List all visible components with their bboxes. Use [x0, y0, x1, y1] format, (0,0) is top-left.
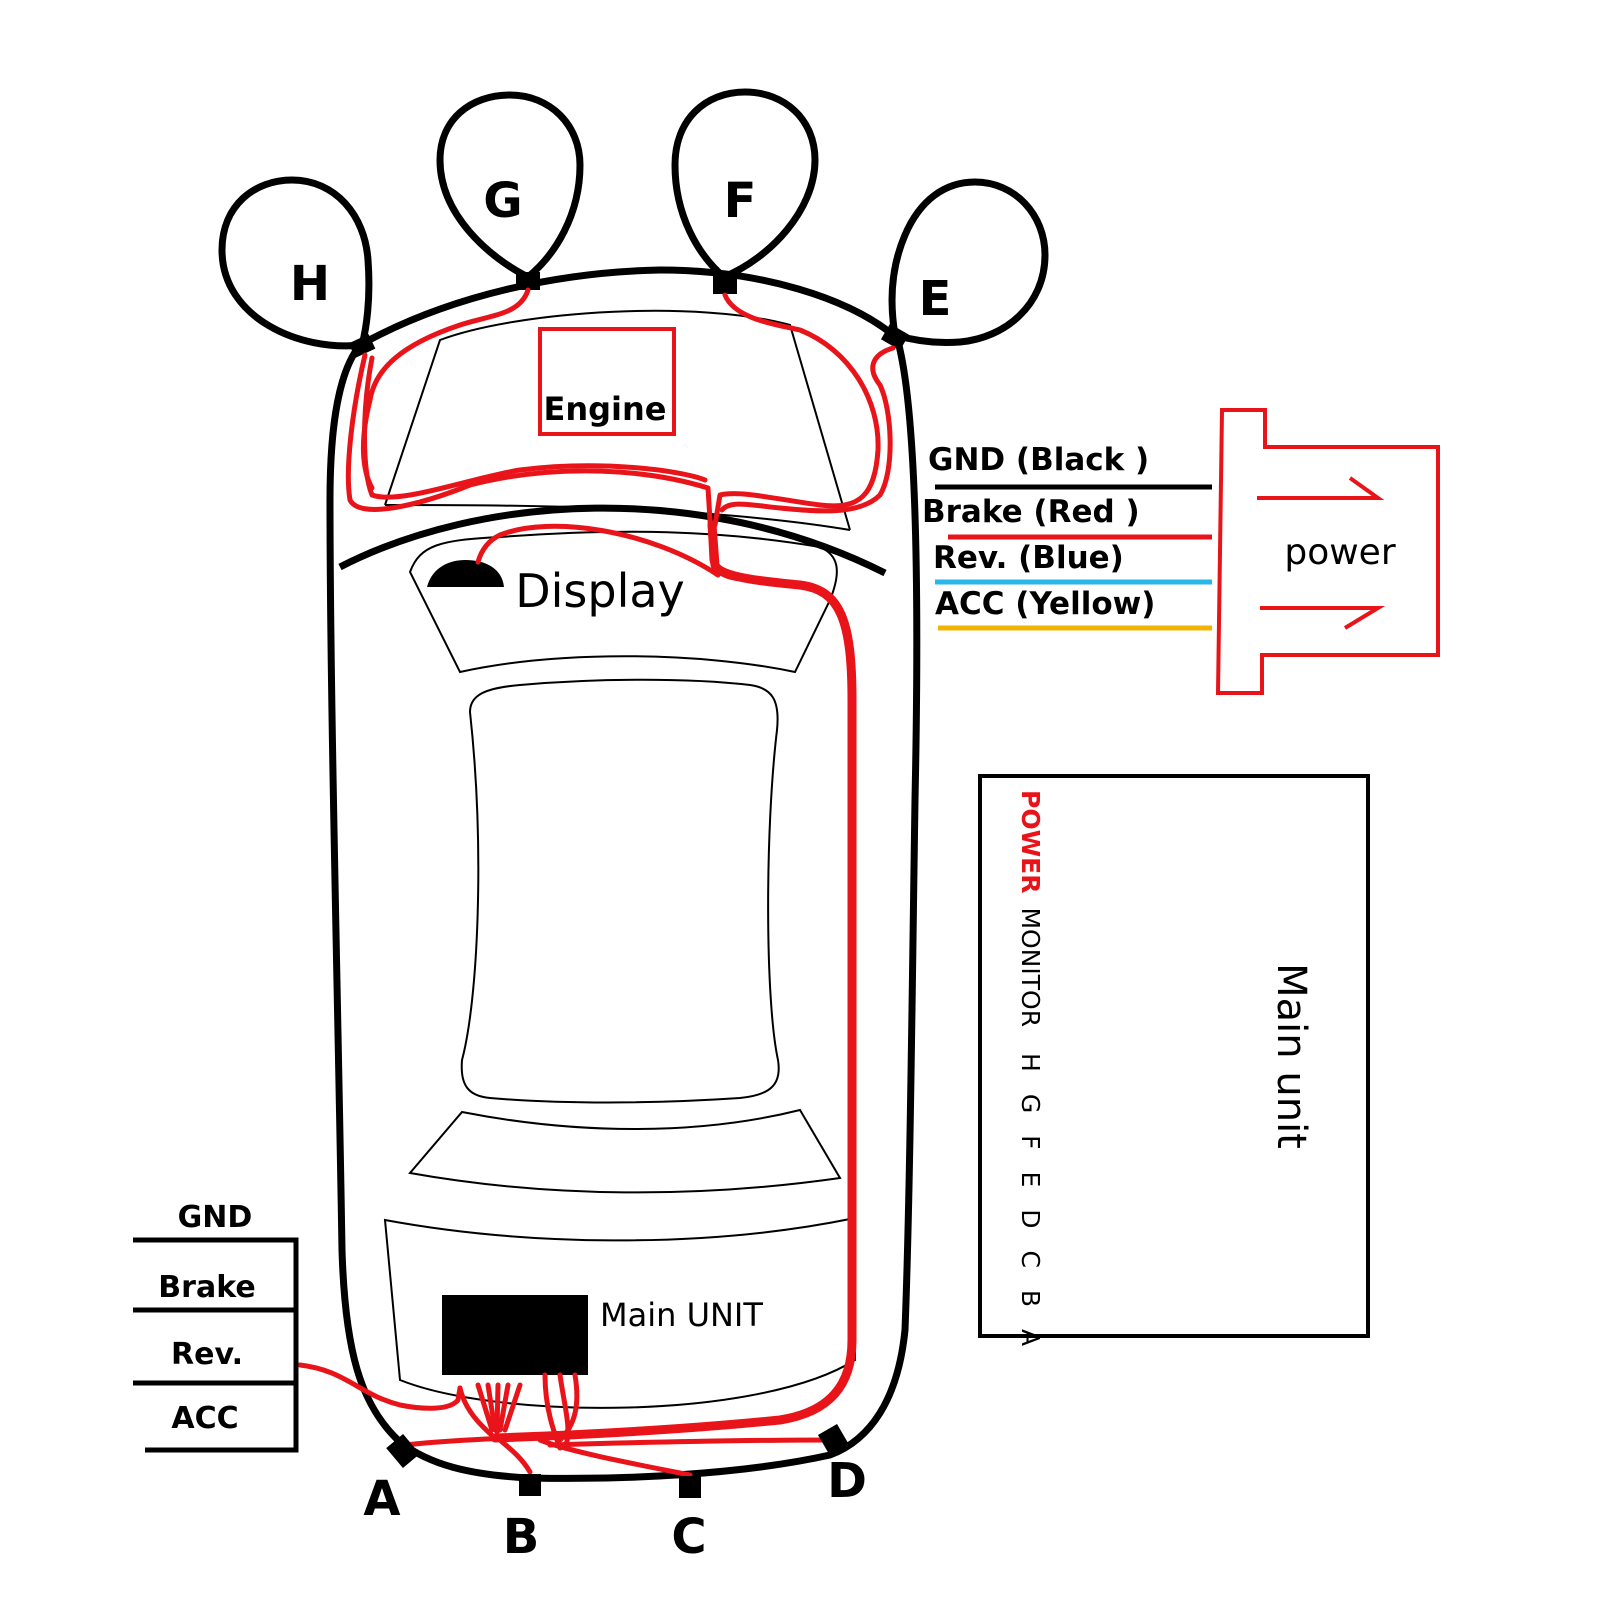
left-wire-harness: GND Brake Rev. ACC [133, 1200, 299, 1453]
power-arrow-bottom [1260, 606, 1386, 630]
left-wire-label-rev: Rev. [171, 1337, 243, 1372]
rear-window [408, 1108, 842, 1194]
sensor-label-B: B [503, 1509, 540, 1565]
sensor-bulb-E: E [880, 178, 1049, 351]
sensor-bulb-F: F [671, 88, 819, 294]
main-box-port-F: F [1016, 1135, 1045, 1149]
sensor-D-mount [817, 1423, 849, 1455]
sensor-label-C: C [671, 1509, 706, 1565]
roof-panel [460, 678, 780, 1104]
power-arrow-top [1257, 476, 1385, 500]
display-label: Display [515, 564, 685, 618]
engine-box [538, 327, 676, 436]
sensor-label-A: A [363, 1471, 400, 1527]
power-wire-label-rev: Rev. (Blue) [933, 540, 1124, 576]
windshield-line [338, 504, 887, 577]
sensor-bulb-G: G [436, 91, 584, 290]
sensor-label-F: F [724, 173, 757, 229]
trunk-panel [383, 1216, 856, 1409]
sensor-C-mount [679, 1476, 701, 1498]
power-wire-label-gnd: GND (Black ) [928, 442, 1149, 478]
left-wire-label-brake: Brake [158, 1270, 255, 1305]
left-wire-label-acc: ACC [171, 1401, 238, 1436]
power-label: power [1284, 532, 1395, 573]
power-connector: power [1215, 408, 1440, 695]
main-unit-box: Main unit POWER MONITOR H G F E D C B A [978, 774, 1370, 1346]
main-unit-block [442, 1295, 588, 1375]
display-icon [427, 560, 504, 587]
sensor-B-mount [519, 1474, 541, 1496]
main-box-port-C: C [1016, 1250, 1045, 1267]
sensor-label-D: D [827, 1453, 867, 1509]
main-box-monitor-word: MONITOR [1016, 907, 1045, 1027]
main-box-port-H: H [1016, 1053, 1045, 1072]
car-body-outline [326, 266, 921, 1482]
main-box-port-B: B [1016, 1290, 1045, 1307]
main-box-port-D: D [1016, 1209, 1045, 1228]
main-box-port-G: G [1016, 1094, 1045, 1113]
power-wire-legend: GND (Black ) Brake (Red ) Rev. (Blue) AC… [922, 442, 1212, 631]
dashboard-panel [408, 530, 838, 674]
main-box-ports-text: POWER MONITOR H G F E D C B A [1016, 790, 1045, 1346]
power-wire-label-acc: ACC (Yellow) [935, 586, 1155, 622]
sensor-label-G: G [483, 173, 522, 229]
main-unit-box-label: Main unit [1268, 963, 1314, 1149]
left-wire-label-gnd: GND [178, 1200, 253, 1235]
sensor-label-H: H [290, 256, 330, 312]
power-wire-label-brake: Brake (Red ) [922, 494, 1140, 530]
main-unit-car-label: Main UNIT [600, 1296, 763, 1334]
sensor-wiring [297, 287, 896, 1478]
sensor-A-mount [386, 1433, 420, 1469]
engine-label: Engine [544, 390, 667, 428]
sensor-label-E: E [919, 271, 952, 327]
main-box-port-A: A [1016, 1329, 1045, 1346]
sensor-bulb-H: H [218, 176, 376, 358]
main-box-power-word: POWER [1016, 790, 1045, 893]
main-box-port-E: E [1016, 1171, 1045, 1187]
